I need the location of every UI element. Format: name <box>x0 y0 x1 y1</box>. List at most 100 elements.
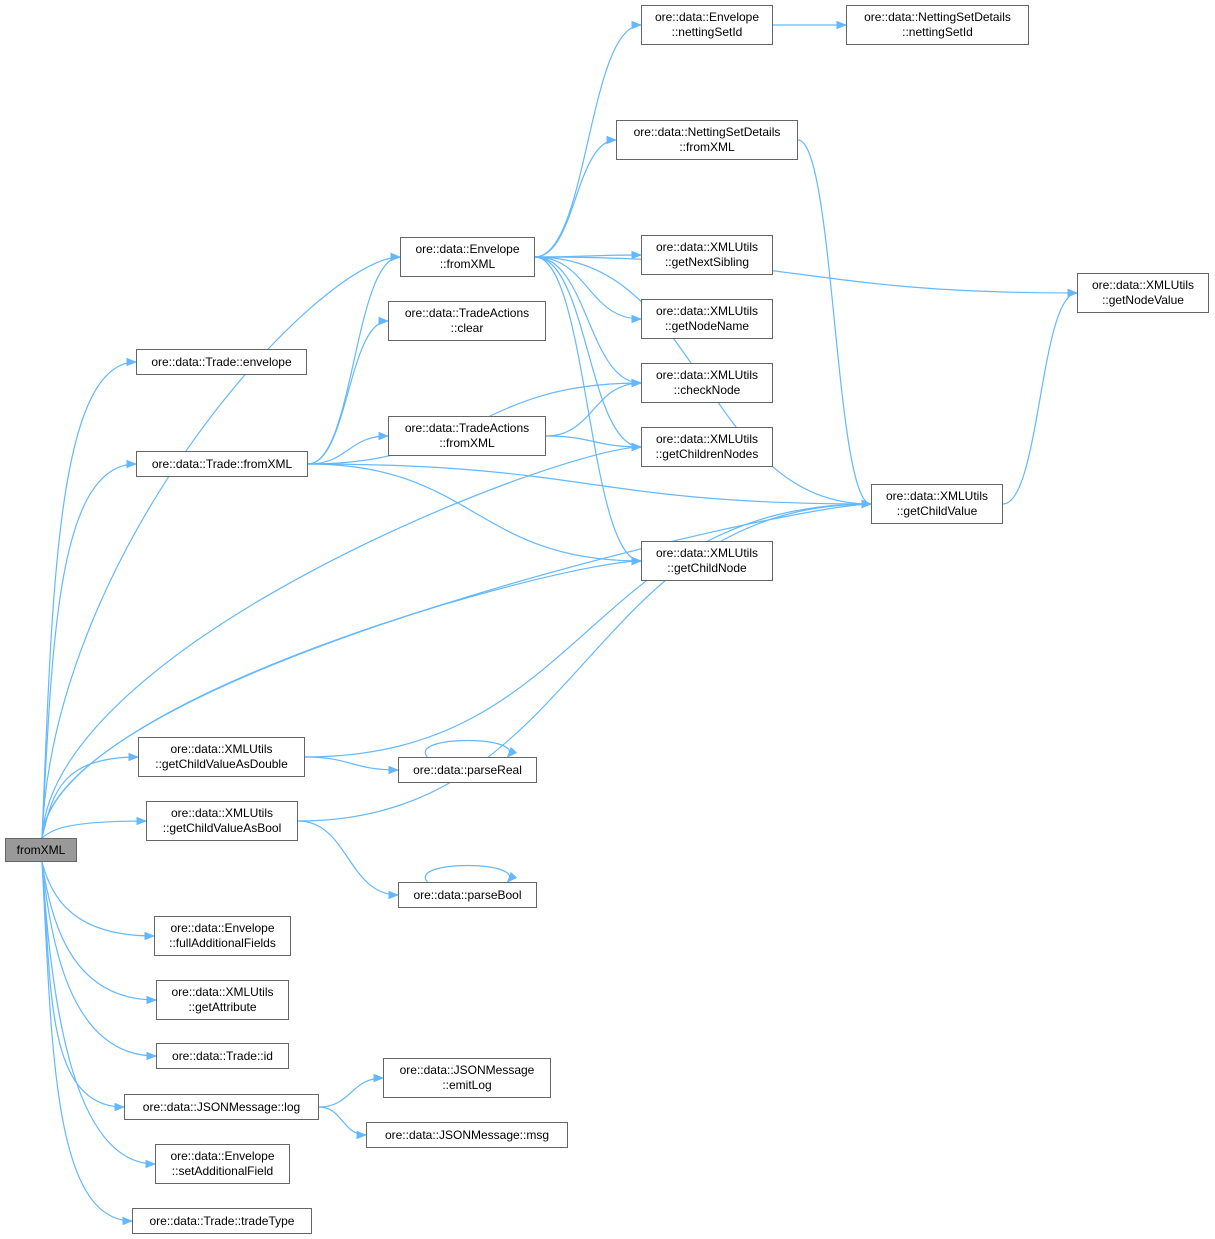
node-getchildrennodes[interactable]: ore::data::XMLUtils::getChildrenNodes <box>641 427 773 467</box>
edge-root-to-trade_envelope <box>41 357 138 839</box>
node-label-line: ore::data::XMLUtils <box>655 304 759 318</box>
node-getchildvalueasbool[interactable]: ore::data::XMLUtils::getChildValueAsBool <box>146 801 298 841</box>
node-getchildnode[interactable]: ore::data::XMLUtils::getChildNode <box>641 541 773 581</box>
edge-parsebool-to-parsebool <box>424 864 518 883</box>
node-root[interactable]: fromXML <box>5 838 77 862</box>
node-label-line: ore::data::XMLUtils <box>655 546 759 560</box>
edge-root-to-getchildvalue <box>41 499 873 839</box>
edge-getchildvalueasdouble-to-parsereal <box>304 756 400 775</box>
node-label-line: ::getNodeValue <box>1102 293 1184 307</box>
edge-root-to-getchildrennodes <box>41 442 643 839</box>
node-label-line: ::getAttribute <box>188 1000 257 1014</box>
node-label-line: ::getChildValue <box>896 504 978 518</box>
edge-getchildvalueasbool-to-parsebool <box>297 820 400 900</box>
edge-root-to-getattribute <box>41 861 158 1005</box>
edge-trade_fromxml-to-tradeactions_clear <box>307 316 390 465</box>
node-label-line: ore::data::Envelope <box>170 1149 275 1163</box>
node-label-line: ::setAdditionalField <box>171 1164 274 1178</box>
node-getchildvalueasdouble[interactable]: ore::data::XMLUtils::getChildValueAsDoub… <box>138 737 305 777</box>
edge-tradeactions_fromxml-to-getchildrennodes <box>545 435 643 452</box>
node-trade-tradetype[interactable]: ore::data::Trade::tradeType <box>132 1208 312 1234</box>
node-trade-envelope[interactable]: ore::data::Trade::envelope <box>136 349 307 375</box>
node-label-line: ore::data::TradeActions <box>404 421 530 435</box>
node-envelope-fromxml[interactable]: ore::data::Envelope::fromXML <box>400 237 535 277</box>
edge-envelope_fromxml-to-getnodevalue <box>534 256 1079 298</box>
node-label-line: ore::data::Envelope <box>654 10 760 24</box>
node-label-line: ore::data::XMLUtils <box>655 240 759 254</box>
edge-envelope_fromxml-to-getchildnode <box>534 256 643 566</box>
node-label-line: ore::data::XMLUtils <box>170 806 274 820</box>
edge-envelope_fromxml-to-getnextsibling <box>534 250 643 260</box>
node-label-line: ::nettingSetId <box>902 25 973 39</box>
node-label-line: ::nettingSetId <box>671 25 743 39</box>
edge-nsd_fromxml-to-getchildvalue <box>797 139 873 509</box>
edge-root-to-getchildvalueasdouble <box>41 752 140 839</box>
edge-json_log-to-json_msg <box>318 1106 368 1140</box>
node-label-line: ore::data::Trade::fromXML <box>151 456 293 471</box>
node-label-line: ore::data::JSONMessage <box>399 1063 535 1077</box>
node-label-line: ore::data::XMLUtils <box>655 432 759 446</box>
edge-trade_fromxml-to-tradeactions_fromxml <box>307 431 390 465</box>
node-json-emitlog[interactable]: ore::data::JSONMessage::emitLog <box>383 1058 551 1098</box>
edge-tradeactions_fromxml-to-checknode <box>545 378 643 437</box>
node-json-msg[interactable]: ore::data::JSONMessage::msg <box>366 1122 568 1148</box>
node-label-line: ::getChildNode <box>667 561 747 575</box>
node-parsebool[interactable]: ore::data::parseBool <box>398 882 537 908</box>
node-getnodevalue[interactable]: ore::data::XMLUtils::getNodeValue <box>1077 273 1209 313</box>
node-label-line: ore::data::XMLUtils <box>655 368 759 382</box>
edge-envelope_fromxml-to-getchildrennodes <box>534 256 643 452</box>
node-label-line: ::emitLog <box>442 1078 492 1092</box>
edge-root-to-getchildvalueasbool <box>41 816 148 839</box>
node-setadditionalfield[interactable]: ore::data::Envelope::setAdditionalField <box>155 1144 290 1184</box>
edge-getchildvalue-to-getnodevalue <box>1002 288 1079 505</box>
node-getattribute[interactable]: ore::data::XMLUtils::getAttribute <box>156 980 289 1020</box>
node-label-line: ::fullAdditionalFields <box>169 936 276 950</box>
edge-root-to-fulladditionalfields <box>41 861 156 941</box>
node-parsereal[interactable]: ore::data::parseReal <box>398 757 537 783</box>
edge-envelope_fromxml-to-nsd_fromxml <box>534 135 618 258</box>
edge-trade_fromxml-to-envelope_fromxml <box>307 252 402 465</box>
edge-json_log-to-json_emitlog <box>318 1073 385 1108</box>
node-label-line: ore::data::TradeActions <box>404 306 530 320</box>
node-label-line: ore::data::NettingSetDetails <box>633 125 781 139</box>
node-getnodename[interactable]: ore::data::XMLUtils::getNodeName <box>641 299 773 339</box>
node-label-line: ore::data::Envelope <box>170 921 275 935</box>
node-label-line: ::fromXML <box>679 140 735 154</box>
node-nsd-nettingsetid[interactable]: ore::data::NettingSetDetails::nettingSet… <box>846 5 1029 45</box>
node-label-line: ore::data::XMLUtils <box>885 489 989 503</box>
node-trade-fromxml[interactable]: ore::data::Trade::fromXML <box>136 451 308 477</box>
node-label-line: ::fromXML <box>439 257 496 271</box>
node-label-line: ore::data::parseReal <box>413 762 522 777</box>
node-label-line: ::getNextSibling <box>664 255 750 269</box>
node-label-line: ore::data::XMLUtils <box>171 985 274 999</box>
node-label-line: ore::data::Envelope <box>415 242 520 256</box>
node-getnextsibling[interactable]: ore::data::XMLUtils::getNextSibling <box>641 235 773 275</box>
edge-envelope_fromxml-to-envelope_nettingsetid <box>534 20 643 258</box>
edge-parsereal-to-parsereal <box>424 739 518 758</box>
node-label-line: ore::data::Trade::envelope <box>151 354 292 369</box>
edge-root-to-trade_fromxml <box>41 459 138 839</box>
node-json-log[interactable]: ore::data::JSONMessage::log <box>124 1094 319 1120</box>
node-label-line: ore::data::Trade::id <box>172 1048 273 1063</box>
node-label-line: ore::data::NettingSetDetails <box>864 10 1011 24</box>
node-fulladditionalfields[interactable]: ore::data::Envelope::fullAdditionalField… <box>154 916 291 956</box>
node-checknode[interactable]: ore::data::XMLUtils::checkNode <box>641 363 773 403</box>
node-label-line: ore::data::XMLUtils <box>170 742 273 756</box>
node-label-line: ::getChildValueAsBool <box>162 821 282 835</box>
node-label-line: ::getChildValueAsDouble <box>155 757 288 771</box>
node-label-line: ::getChildrenNodes <box>655 447 759 461</box>
node-nsd-fromxml[interactable]: ore::data::NettingSetDetails::fromXML <box>616 120 798 160</box>
node-getchildvalue[interactable]: ore::data::XMLUtils::getChildValue <box>871 484 1003 524</box>
edge-getchildvalueasdouble-to-getchildvalue <box>304 499 873 758</box>
node-trade-id[interactable]: ore::data::Trade::id <box>156 1043 289 1069</box>
edge-envelope_fromxml-to-getnodename <box>534 256 643 324</box>
node-label-line: ore::data::Trade::tradeType <box>149 1213 295 1228</box>
node-envelope-nettingsetid[interactable]: ore::data::Envelope::nettingSetId <box>641 5 773 45</box>
edge-trade_fromxml-to-getchildvalue <box>307 463 873 509</box>
node-tradeactions-clear[interactable]: ore::data::TradeActions::clear <box>388 301 546 341</box>
node-label-line: ore::data::XMLUtils <box>1091 278 1195 292</box>
node-tradeactions-fromxml[interactable]: ore::data::TradeActions::fromXML <box>388 416 546 456</box>
edge-root-to-trade_tradetype <box>41 861 134 1226</box>
node-label-line: ::checkNode <box>673 383 741 397</box>
node-label-line: ::clear <box>450 321 484 335</box>
